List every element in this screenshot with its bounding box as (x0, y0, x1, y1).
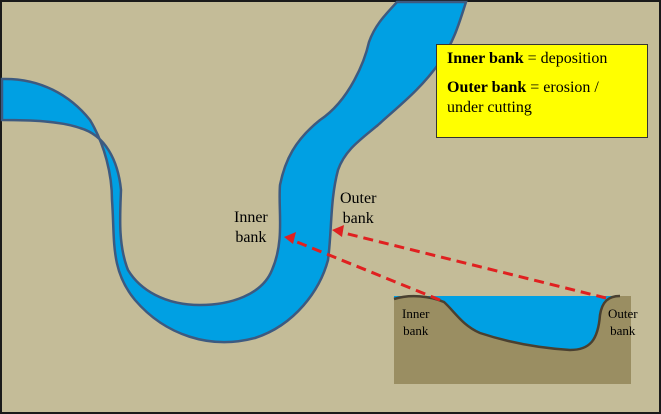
map-inner-line1: Inner (234, 209, 268, 226)
map-outer-bank-label: Outer bank (340, 189, 376, 229)
map-outer-line1: Outer (340, 190, 377, 207)
pointer-arrows (291, 230, 607, 302)
legend-outer-term: Outer bank (447, 79, 527, 96)
map-inner-bank-label: Inner bank (234, 208, 268, 248)
legend-box: Inner bank = deposition Outer bank = ero… (436, 44, 648, 138)
section-outer-bank-label: Outer bank (608, 305, 638, 339)
legend-outer-def: = erosion / (526, 79, 599, 96)
cross-section (393, 294, 631, 384)
section-inner-line2: bank (403, 323, 429, 338)
section-inner-line1: Inner (402, 306, 430, 321)
section-outer-line1: Outer (608, 306, 638, 321)
legend-outer-def-cont: under cutting (447, 99, 532, 116)
map-outer-line2: bank (342, 210, 374, 227)
legend-inner-def: = deposition (523, 50, 608, 67)
arrowhead-inner (284, 232, 296, 244)
river-channel (0, 0, 468, 344)
arrowhead-outer (332, 225, 344, 237)
map-inner-line2: bank (235, 229, 267, 246)
legend-inner-term: Inner bank (447, 50, 524, 67)
section-inner-bank-label: Inner bank (402, 305, 429, 339)
section-outer-line2: bank (610, 323, 636, 338)
